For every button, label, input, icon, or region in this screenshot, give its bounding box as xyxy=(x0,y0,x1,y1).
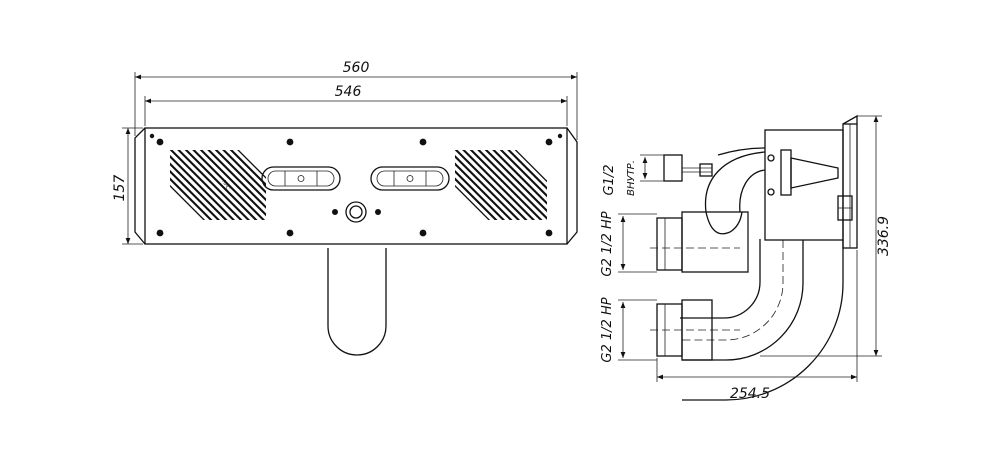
grille-slot xyxy=(170,150,250,220)
grille-slot xyxy=(170,150,266,220)
dimension-254-5: 254.5 xyxy=(656,250,858,402)
lower-pipe-sleeve xyxy=(656,299,713,361)
grille-slot xyxy=(207,150,266,220)
front-view: ПРС xyxy=(112,60,578,356)
dimension-546: 546 xyxy=(144,84,568,126)
lower-tongue xyxy=(327,248,387,356)
grille-slot xyxy=(455,150,527,220)
right-grille xyxy=(455,150,547,220)
mounting-holes xyxy=(149,133,563,237)
dimension-336-9: 336.9 xyxy=(760,115,892,357)
grille-slot xyxy=(185,150,266,220)
dimension-157: 157 xyxy=(112,127,143,245)
grille-slot xyxy=(485,150,547,220)
grille-slot xyxy=(177,150,266,220)
dim-336-9-label: 336.9 xyxy=(876,216,892,256)
grille-slot xyxy=(170,150,257,220)
side-view: G1/2 ВНУТР. G2 1/2 HP G2 1/2 HP 336.9 25… xyxy=(600,114,892,402)
grille-slot xyxy=(200,150,266,220)
thread-lower-label: G2 1/2 HP xyxy=(600,297,615,362)
grille-slot xyxy=(492,150,547,220)
upper-branch xyxy=(656,211,749,273)
grille-slot xyxy=(170,150,235,220)
dimension-560: 560 xyxy=(134,60,578,140)
dim-254-5-label: 254.5 xyxy=(730,386,770,402)
grille-slot xyxy=(477,150,547,220)
grille-slot xyxy=(455,150,547,220)
left-nozzle xyxy=(261,166,341,191)
front-plate xyxy=(144,127,568,245)
grille-slot xyxy=(215,150,266,220)
grille-slot xyxy=(470,150,547,220)
right-wing xyxy=(566,127,578,245)
dim-546-label: 546 xyxy=(335,84,362,100)
grille-slot xyxy=(170,150,265,220)
grille-slot xyxy=(455,150,520,220)
internal-nozzle xyxy=(767,149,853,221)
elbow-pipe xyxy=(682,240,804,361)
thread-small-note: ВНУТР. xyxy=(626,160,637,196)
grille-slot xyxy=(455,150,547,220)
grille-slot xyxy=(455,150,535,220)
thread-small-label: G1/2 xyxy=(602,165,617,196)
nameplate-mark: ПРС xyxy=(220,179,231,191)
left-wing xyxy=(134,127,146,245)
supply-tube xyxy=(704,151,766,213)
grille-slot xyxy=(192,150,266,220)
grille-slot xyxy=(170,150,242,220)
grille-slot xyxy=(455,150,542,220)
grille-slot xyxy=(462,150,547,220)
housing-box xyxy=(764,114,858,249)
dim-157-label: 157 xyxy=(112,175,128,202)
grille-slot xyxy=(455,150,547,220)
dim-560-label: 560 xyxy=(343,60,370,76)
thread-upper-label: G2 1/2 HP xyxy=(600,211,615,276)
left-grille: ПРС xyxy=(170,150,266,220)
grille-slot xyxy=(170,150,227,220)
right-nozzle xyxy=(370,166,450,191)
center-fitting xyxy=(332,201,381,223)
small-connector xyxy=(663,154,713,182)
grille-slot xyxy=(170,150,266,220)
grille-slot xyxy=(455,150,512,220)
